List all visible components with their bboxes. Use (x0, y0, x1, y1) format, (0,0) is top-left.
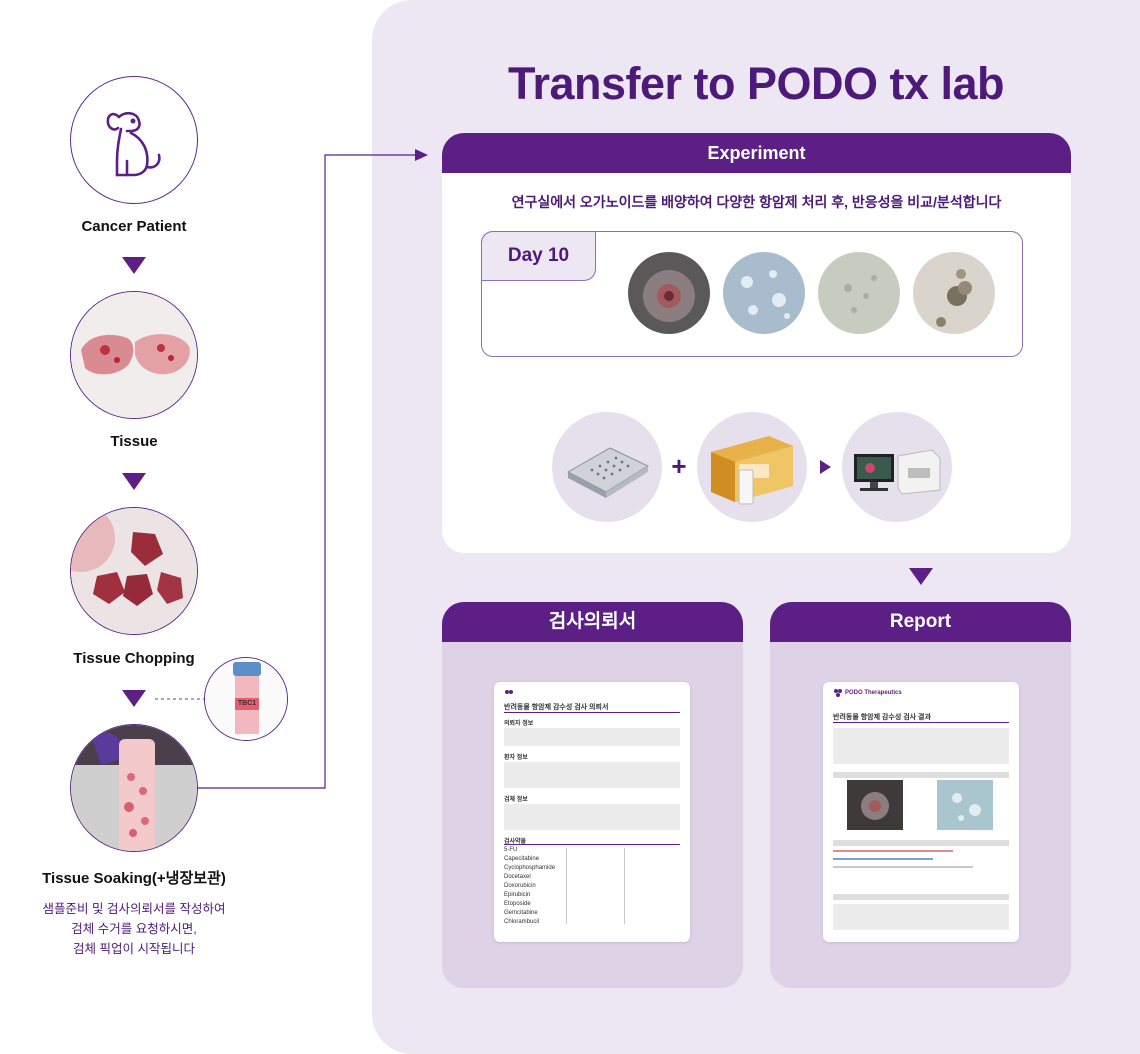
plus-sign: + (671, 451, 687, 481)
step-label-patient: Cancer Patient (81, 218, 187, 235)
drug-item: Gemcitabine (504, 910, 538, 916)
page-title: Transfer to PODO tx lab (507, 58, 1005, 109)
soaking-image (71, 725, 197, 851)
doc-section: 환자 정보 (504, 755, 528, 761)
patient-circle (70, 76, 198, 204)
report-image-1 (847, 780, 903, 830)
doc-section: 의뢰자 정보 (504, 721, 534, 727)
drug-item: Doxorubicin (504, 883, 536, 889)
experiment-description: 연구실에서 오가노이드를 배양하여 다양한 항암제 처리 후, 반응성을 비교/… (511, 194, 1002, 210)
microscopy-image-3 (818, 252, 900, 334)
imaging-system-icon (854, 449, 941, 495)
doc-title: 반려동물 항암제 감수성 검사 의뢰서 (504, 704, 609, 711)
tissue-image (71, 292, 197, 418)
well-plate-icon (566, 447, 650, 498)
note-line: 검체 수거를 요청하시면, (71, 922, 197, 936)
microscopy-image-4 (913, 252, 995, 334)
chopping-image (71, 508, 197, 634)
chopping-photo (70, 507, 198, 635)
day-tab: Day 10 (481, 231, 596, 281)
experiment-header: Experiment (442, 133, 1071, 173)
drug-item: Docetaxel (504, 874, 531, 880)
step-label-chopping: Tissue Chopping (73, 650, 195, 667)
down-arrow (122, 257, 146, 274)
reagent-image (697, 412, 807, 522)
note-line: 샘플준비 및 검사의뢰서를 작성하여 (42, 902, 226, 916)
step-label-tissue: Tissue (110, 433, 158, 450)
report-image-2 (937, 780, 993, 830)
tissue-photo (70, 291, 198, 419)
grape-logo-icon (834, 689, 842, 697)
microscopy-image-1 (628, 252, 710, 334)
drug-item: Cyclophosphamide (504, 865, 556, 871)
soaking-photo (70, 724, 198, 852)
doc-section: 검체 정보 (504, 797, 528, 803)
doc-section: 검사약물 (504, 839, 527, 845)
request-form-document[interactable]: 반려동물 항암제 감수성 검사 의뢰서 의뢰자 정보 환자 정보 검체 정보 검… (494, 682, 690, 942)
down-arrow (122, 473, 146, 490)
reagent-kit-icon (711, 436, 793, 505)
report-document[interactable]: PODO Therapeutics 반려동물 항암제 감수성 검사 결과 (823, 682, 1019, 942)
report-brand: PODO Therapeutics (845, 690, 902, 696)
arrow-right-icon (820, 460, 831, 474)
logo-icon (505, 690, 513, 694)
drug-item: Capecitabine (504, 856, 540, 862)
plate-image (552, 412, 662, 522)
step-label-soaking: Tissue Soaking(+냉장보관) (42, 870, 226, 887)
imaging-system-image (842, 412, 952, 522)
drug-item: 5-FU (504, 847, 518, 853)
drug-item: Epirubicin (504, 892, 531, 898)
dog-icon (106, 111, 161, 177)
tube-label: TBC1 (237, 700, 257, 707)
drug-item: Chlorambucil (504, 919, 540, 925)
drug-item: Etoposide (504, 901, 531, 907)
request-form-header: 검사의뢰서 (442, 602, 743, 642)
microscopy-image-2 (723, 252, 805, 334)
report-header: Report (770, 602, 1071, 642)
tube-icon (205, 658, 287, 740)
pickup-note: 샘플준비 및 검사의뢰서를 작성하여 검체 수거를 요청하시면, 검체 픽업이 … (10, 899, 258, 959)
note-line: 검체 픽업이 시작됩니다 (73, 942, 195, 956)
tube-callout: TBC1 (204, 657, 288, 741)
report-title: 반려동물 항암제 감수성 검사 결과 (833, 714, 931, 721)
down-arrow (122, 690, 146, 707)
down-arrow (909, 568, 933, 585)
